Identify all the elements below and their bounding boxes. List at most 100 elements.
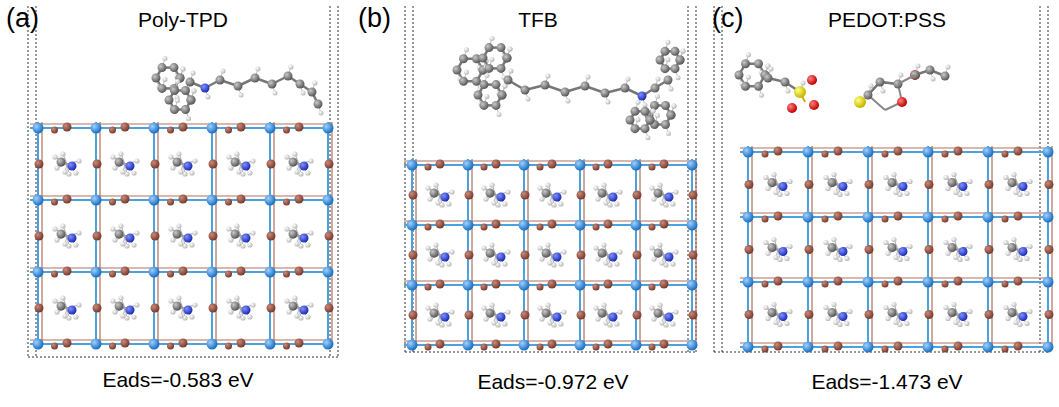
cell-boundary — [696, 6, 697, 352]
atom — [948, 178, 957, 187]
atom — [433, 242, 438, 247]
atom — [542, 189, 551, 198]
atom — [661, 47, 670, 56]
atom — [1002, 216, 1009, 223]
atom — [1011, 172, 1016, 177]
atom — [189, 314, 194, 319]
atom — [319, 111, 324, 116]
atom — [192, 89, 197, 94]
atom — [62, 313, 67, 318]
atom — [863, 147, 874, 158]
atom — [492, 340, 501, 349]
atom — [805, 310, 814, 319]
atom — [120, 313, 125, 318]
atom — [234, 295, 239, 300]
atom — [226, 226, 231, 231]
panel-letter: (c) — [712, 4, 743, 34]
atom — [73, 242, 78, 247]
atom — [823, 240, 828, 245]
atom — [649, 305, 654, 310]
atom — [407, 220, 418, 231]
atom — [187, 96, 196, 105]
atom — [894, 212, 903, 221]
cell-boundary — [338, 6, 339, 357]
atom — [91, 267, 102, 278]
atom — [670, 261, 675, 266]
atom — [207, 195, 218, 206]
atom — [273, 91, 278, 96]
atom — [483, 196, 488, 201]
atom — [1003, 240, 1008, 245]
atom — [492, 280, 501, 289]
atom — [649, 164, 656, 171]
atom — [743, 277, 754, 288]
atom — [234, 151, 239, 156]
atom — [178, 241, 183, 246]
atom — [631, 124, 640, 133]
atom — [170, 63, 179, 72]
atom — [673, 249, 678, 254]
cell-boundary — [28, 357, 338, 358]
atom — [794, 86, 806, 98]
atom — [636, 100, 641, 105]
atom — [267, 160, 276, 169]
atom — [51, 271, 58, 278]
atom — [292, 223, 297, 228]
atom — [646, 116, 655, 125]
atom — [603, 200, 608, 205]
atom — [953, 190, 958, 195]
atom — [292, 151, 297, 156]
atom — [51, 127, 58, 134]
atom — [323, 267, 334, 278]
atom — [463, 220, 474, 231]
cell-boundary — [1048, 6, 1049, 352]
atom — [425, 224, 432, 231]
atom — [654, 189, 663, 198]
atom — [234, 223, 239, 228]
atom — [409, 191, 418, 200]
atom — [189, 170, 194, 175]
atom — [1045, 310, 1054, 319]
atom — [207, 339, 218, 350]
atom — [73, 314, 78, 319]
atom — [485, 73, 490, 78]
atom — [54, 309, 59, 314]
atom — [433, 182, 438, 187]
atom — [168, 298, 173, 303]
atom — [657, 302, 662, 307]
atom — [91, 123, 102, 134]
atom — [481, 284, 488, 291]
atom — [480, 80, 489, 89]
atom — [110, 226, 115, 231]
atom — [897, 97, 907, 107]
atom — [519, 340, 530, 351]
atom — [967, 179, 972, 184]
atom — [844, 321, 849, 326]
atom — [883, 240, 888, 245]
atom — [541, 81, 550, 90]
atom — [1014, 147, 1023, 156]
atom — [946, 65, 951, 70]
atom — [828, 178, 837, 187]
atom — [109, 199, 116, 206]
atom — [57, 302, 66, 311]
atom — [656, 77, 661, 82]
atom — [967, 309, 972, 314]
atom — [284, 226, 289, 231]
atom — [120, 169, 125, 174]
atom — [606, 100, 611, 105]
atom — [741, 82, 750, 91]
energy-value: Eads=-1.473 eV — [811, 370, 962, 393]
atom — [784, 321, 789, 326]
atom — [181, 86, 190, 95]
atom — [769, 67, 774, 72]
atom — [888, 243, 897, 252]
atom — [954, 212, 963, 221]
atom — [672, 104, 677, 109]
atom — [907, 309, 912, 314]
atom — [465, 311, 474, 320]
atom — [631, 107, 640, 116]
atom — [926, 66, 935, 75]
atom — [951, 302, 956, 307]
atom — [681, 49, 686, 54]
